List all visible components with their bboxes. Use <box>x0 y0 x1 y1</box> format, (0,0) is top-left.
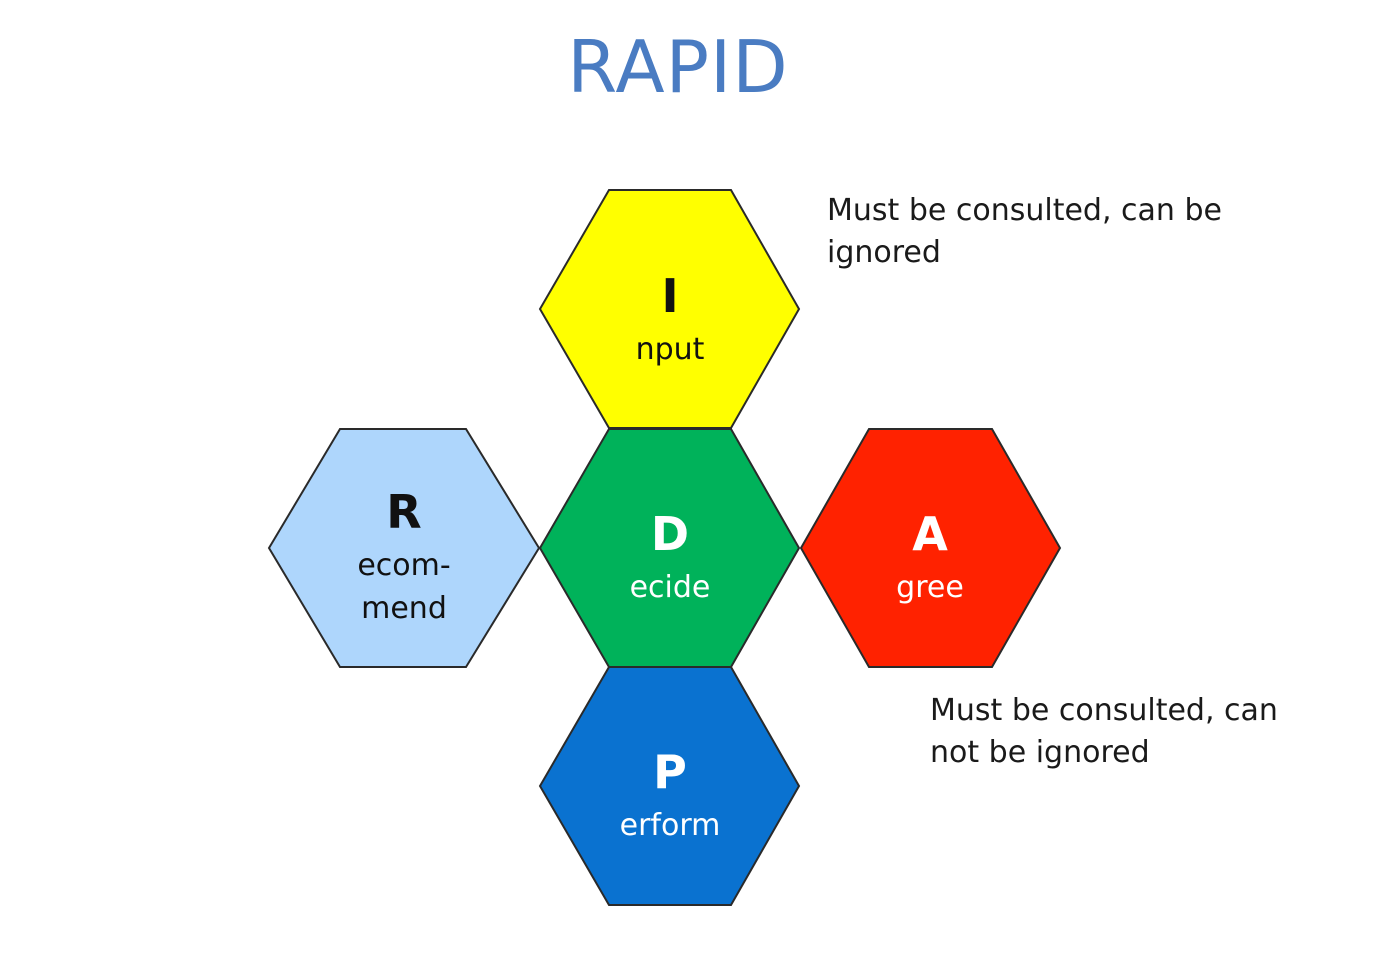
note-agree: Must be consulted, can not be ignored <box>930 690 1278 774</box>
hexagon-agree-letter: A <box>912 507 948 561</box>
hexagon-agree-shape <box>799 428 1062 668</box>
hexagon-agree: A gree <box>799 428 1062 668</box>
note-agree-line-1: Must be consulted, can <box>930 693 1278 728</box>
hexagon-input: I nput <box>538 189 801 429</box>
hexagon-input-label-line-1: nput <box>636 332 705 367</box>
diagram-title: RAPID <box>567 25 789 109</box>
hexagon-input-letter: I <box>661 269 678 323</box>
hexagon-decide-label-line-1: ecide <box>630 570 711 605</box>
hexagon-perform-letter: P <box>653 745 687 799</box>
hexagon-perform-label-line-1: erform <box>620 808 721 843</box>
note-input-line-2: ignored <box>827 235 941 270</box>
note-input-line-1: Must be consulted, can be <box>827 193 1222 228</box>
hexagon-recommend-label-line-2: mend <box>361 591 447 626</box>
hexagon-perform: P erform <box>538 666 801 906</box>
note-agree-line-2: not be ignored <box>930 735 1150 770</box>
hexagon-perform-shape <box>538 666 801 906</box>
note-input: Must be consulted, can be ignored <box>827 190 1222 274</box>
hexagon-recommend-label-line-1: ecom- <box>357 548 450 583</box>
hexagon-recommend-letter: R <box>386 485 421 539</box>
hexagon-agree-label-line-1: gree <box>896 570 964 605</box>
hexagon-recommend: R ecom- mend <box>267 428 541 668</box>
hexagon-decide: D ecide <box>538 428 801 668</box>
hexagon-decide-letter: D <box>651 507 689 561</box>
